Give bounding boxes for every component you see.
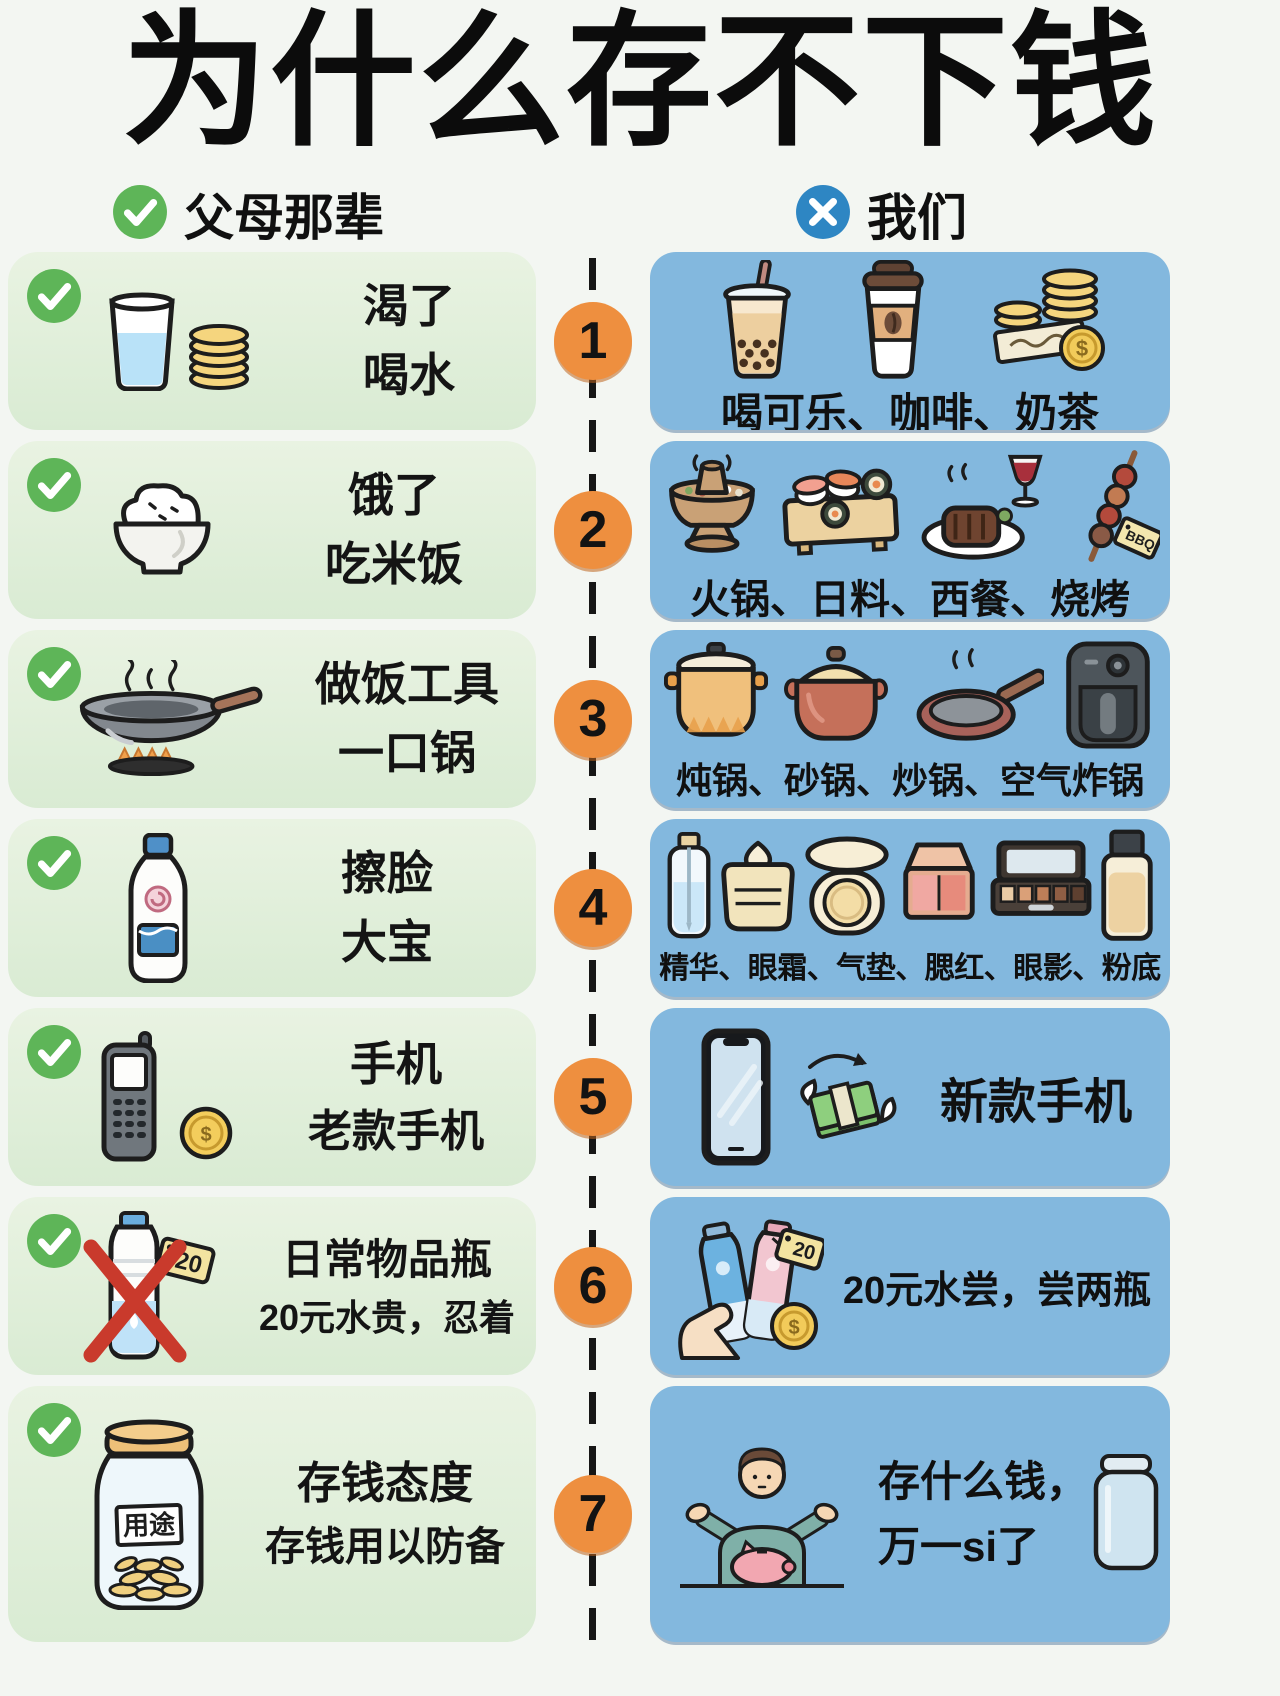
header-parents-label: 父母那辈 xyxy=(184,190,384,246)
right-caption: 20元水尝，尝两瓶 xyxy=(842,1269,1152,1312)
x-circle-icon xyxy=(795,184,851,245)
right-caption: 喝可乐、咖啡、奶茶 xyxy=(720,390,1099,430)
blush-icon xyxy=(903,842,976,920)
bubble-tea-icon xyxy=(722,260,791,379)
right-caption: 炖锅、砂锅、炒锅、空气炸锅 xyxy=(675,760,1144,801)
right-box-food: BBQ 火锅、日料、西餐、烧烤 xyxy=(650,441,1170,619)
row-cookware: 做饭工具 一口锅 3 炖锅、砂锅、炒锅、空气炸锅 xyxy=(0,630,1280,808)
hand-bottles-icon: 20$ xyxy=(678,1219,824,1360)
right-caption: 精华、眼霜、气垫、腮红、眼影、粉底 xyxy=(659,952,1161,985)
crossed-bottle-icon: 20 xyxy=(83,1211,216,1363)
left-text-drink: 渴了 喝水 xyxy=(363,280,455,401)
eyeshadow-icon xyxy=(990,840,1092,916)
left-box-cookware: 做饭工具 一口锅 xyxy=(8,630,536,808)
sushi-icon xyxy=(782,468,900,556)
right-box-phone: 新款手机 xyxy=(650,1008,1170,1186)
flying-money-icon xyxy=(800,1053,897,1139)
left-box-phone: $ 手机 老款手机 xyxy=(8,1008,536,1186)
check-badge-icon xyxy=(26,1213,82,1269)
left-box-food: 饿了 吃米饭 xyxy=(8,441,536,619)
header-us: 我们 xyxy=(795,178,967,250)
check-badge-icon xyxy=(26,457,82,513)
bbq-skewer-icon: BBQ xyxy=(1088,450,1160,562)
check-badge-icon xyxy=(26,1024,82,1080)
column-headers: 父母那辈 我们 xyxy=(0,178,1280,246)
row-water-price: 20 日常物品瓶 20元水贵，忍着 6 20$ 20元水尝，尝两瓶 xyxy=(0,1197,1280,1375)
row-skincare: 擦脸 大宝 4 精华、眼霜、气垫、腮红、眼影、粉底 xyxy=(0,819,1280,997)
row-phone: $ 手机 老款手机 5 新款手机 xyxy=(0,1008,1280,1186)
right-box-skincare: 精华、眼霜、气垫、腮红、眼影、粉底 xyxy=(650,819,1170,997)
step-number: 4 xyxy=(554,869,632,947)
clay-pot-icon xyxy=(784,645,888,741)
row-food: 饿了 吃米饭 2 BBQ 火锅、日料、西餐、烧烤 xyxy=(0,441,1280,619)
frying-pan-icon xyxy=(916,648,1044,741)
page-title: 为什么存不下钱 xyxy=(122,0,1158,163)
left-text-saving: 存钱态度 存钱用以防备 xyxy=(265,1459,505,1569)
right-box-drink: $ 喝可乐、咖啡、奶茶 xyxy=(650,252,1170,430)
header-us-label: 我们 xyxy=(867,190,967,246)
check-circle-icon xyxy=(112,184,168,245)
right-caption: 存什么钱， 万一si了 xyxy=(878,1457,1089,1570)
jar-purpose-label: 用途 xyxy=(123,1509,177,1541)
check-badge-icon xyxy=(26,268,82,324)
cream-jar-icon xyxy=(721,840,795,932)
rice-bowl-icon xyxy=(113,483,211,575)
water-glass-icon xyxy=(109,292,175,391)
left-text-skincare: 擦脸 大宝 xyxy=(341,847,433,968)
left-box-skincare: 擦脸 大宝 xyxy=(8,819,536,997)
step-number: 1 xyxy=(554,302,632,380)
step-number: 7 xyxy=(554,1475,632,1553)
left-text-food: 饿了 吃米饭 xyxy=(325,469,463,590)
check-badge-icon xyxy=(26,835,82,891)
left-box-water-price: 20 日常物品瓶 20元水贵，忍着 xyxy=(8,1197,536,1375)
right-box-cookware: 炖锅、砂锅、炒锅、空气炸锅 xyxy=(650,630,1170,808)
check-badge-icon xyxy=(26,1402,82,1458)
empty-jar-icon xyxy=(1093,1453,1159,1570)
foundation-icon xyxy=(1101,829,1153,941)
row-saving-attitude: 用途 存钱态度 存钱用以防备 7 存什么钱， 万一si了 xyxy=(0,1386,1280,1642)
air-fryer-icon xyxy=(1066,641,1150,749)
left-text-cookware: 做饭工具 一口锅 xyxy=(315,658,499,779)
check-badge-icon xyxy=(26,646,82,702)
left-box-drink: 渴了 喝水 xyxy=(8,252,536,430)
stew-pot-icon xyxy=(664,642,768,737)
left-text-phone: 手机 老款手机 xyxy=(308,1037,484,1156)
coin-stack-icon xyxy=(189,324,249,390)
smartphone-icon xyxy=(701,1028,771,1166)
right-box-saving: 存什么钱， 万一si了 xyxy=(650,1386,1170,1642)
center-dashed-line xyxy=(589,258,596,1654)
wok-icon xyxy=(79,660,262,777)
coin-icon: $ xyxy=(179,1106,233,1160)
header-parents: 父母那辈 xyxy=(112,178,384,250)
comparison-rows: 渴了 喝水 1 $ 喝可乐、咖啡、奶茶 xyxy=(0,252,1280,1653)
row-drink: 渴了 喝水 1 $ 喝可乐、咖啡、奶茶 xyxy=(0,252,1280,430)
dollar-glyph: $ xyxy=(1075,336,1087,361)
dollar-glyph: $ xyxy=(788,1317,799,1339)
step-number: 2 xyxy=(554,491,632,569)
steak-wine-icon xyxy=(921,454,1043,560)
money-coins-icon: $ xyxy=(992,268,1105,371)
hotpot-icon xyxy=(669,454,755,553)
serum-icon xyxy=(667,832,711,939)
left-text-water-price: 日常物品瓶 20元水贵，忍着 xyxy=(258,1235,516,1338)
lotion-bottle-icon xyxy=(128,833,188,983)
step-number: 5 xyxy=(554,1058,632,1136)
cushion-icon xyxy=(804,836,889,936)
right-caption: 新款手机 xyxy=(939,1076,1132,1129)
coffee-cup-icon xyxy=(862,260,924,379)
shrug-person-icon xyxy=(680,1447,844,1588)
step-number: 3 xyxy=(554,680,632,758)
right-caption: 火锅、日料、西餐、烧烤 xyxy=(690,578,1130,619)
dollar-glyph: $ xyxy=(200,1124,211,1146)
coin-jar-icon: 用途 xyxy=(94,1419,204,1610)
left-box-saving: 用途 存钱态度 存钱用以防备 xyxy=(8,1386,536,1642)
right-box-water-price: 20$ 20元水尝，尝两瓶 xyxy=(650,1197,1170,1375)
old-phone-icon xyxy=(101,1031,157,1162)
step-number: 6 xyxy=(554,1247,632,1325)
